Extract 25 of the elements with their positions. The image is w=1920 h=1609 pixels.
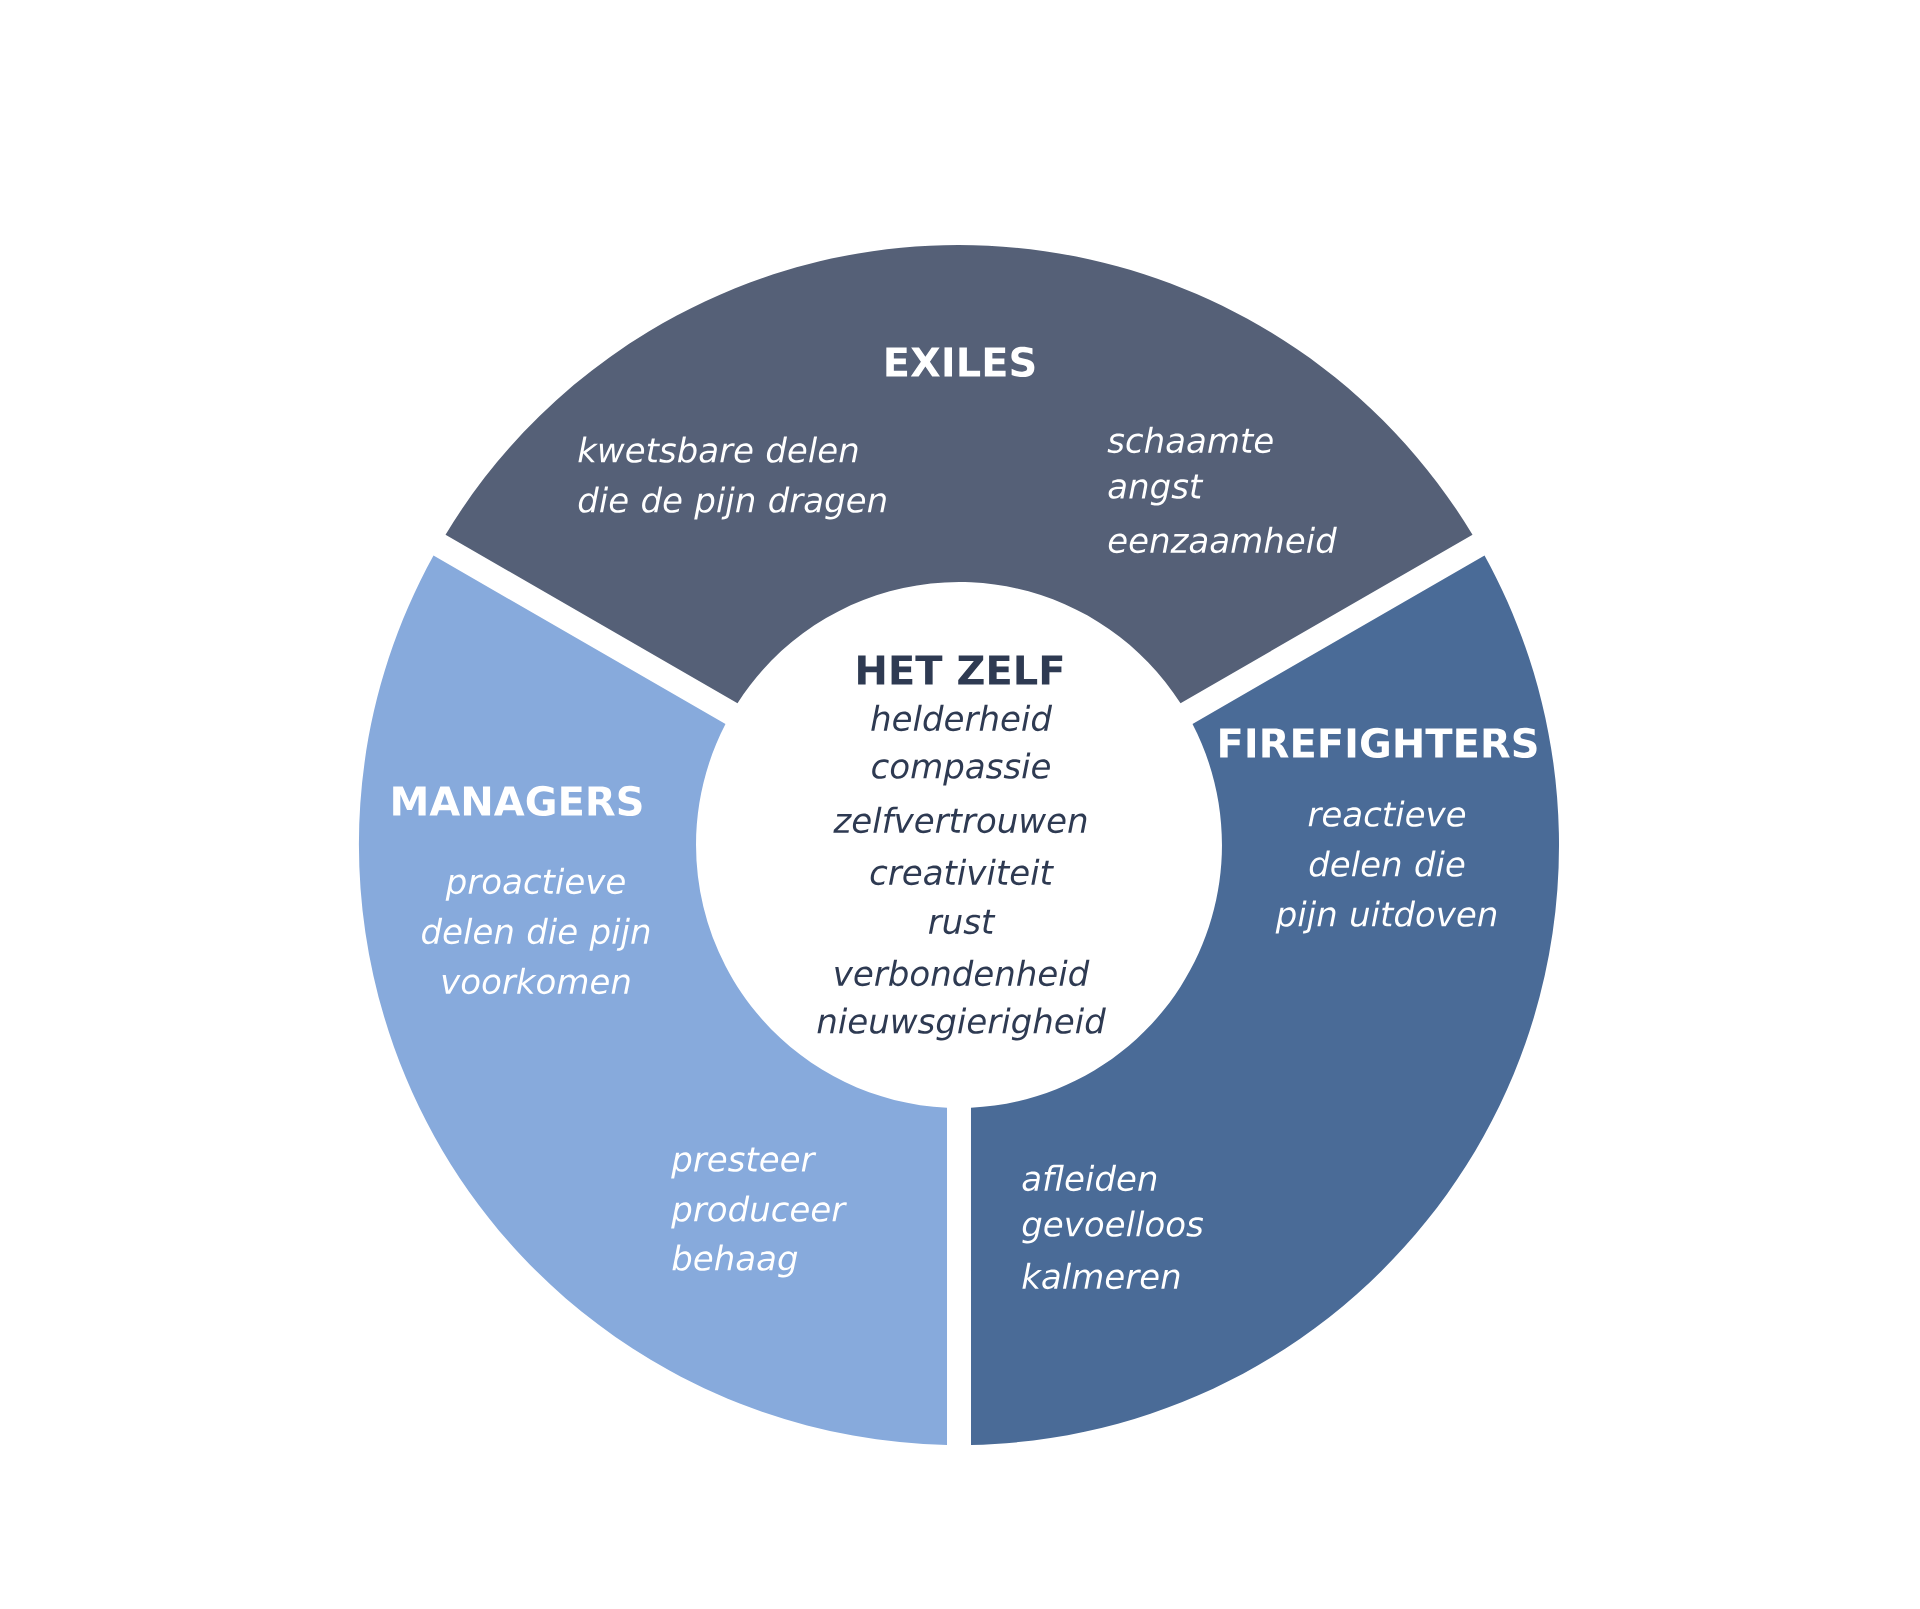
list-item: helderheid [871,704,1053,732]
list-item: schaamte [1107,426,1273,454]
segment-title: EXILES [886,346,1035,378]
segment-title: HET ZELF [858,655,1063,685]
segment-title: MANAGERS [393,785,642,817]
list-item: gevoelloos [1022,1210,1204,1244]
description-text: kwetsbare delen die de pijn dragen [578,436,886,520]
ring-segment [445,245,1473,704]
segment-title: FIREFIGHTERS [1220,727,1537,759]
list-item: compassie [872,752,1050,786]
list-item: kalmeren [1022,1262,1180,1290]
list-item: verbondenheid [835,959,1090,987]
description-text: reactieve delen die pijn uitdoven [1275,800,1497,934]
list-item: produceer [671,1195,847,1229]
list-item: behaag [672,1244,798,1278]
description-text: proactieve delen die pijn voorkomen [422,867,650,995]
list-item: afleiden [1022,1164,1157,1192]
list-item: presteer [671,1147,817,1179]
node-text: HET ZELF helderheid compassie zelfvertrouwen creativiteit rust verbondenheid nieuwsgierigheid [817,655,1106,1041]
list-item: eenzaamheid [1108,526,1337,554]
list-item: zelfvertrouwen [833,806,1087,834]
list-item: rust [928,909,996,935]
list-item: creativiteit [870,858,1054,886]
list-item: nieuwsgierigheid [817,1007,1106,1041]
list-item: angst [1108,474,1204,506]
